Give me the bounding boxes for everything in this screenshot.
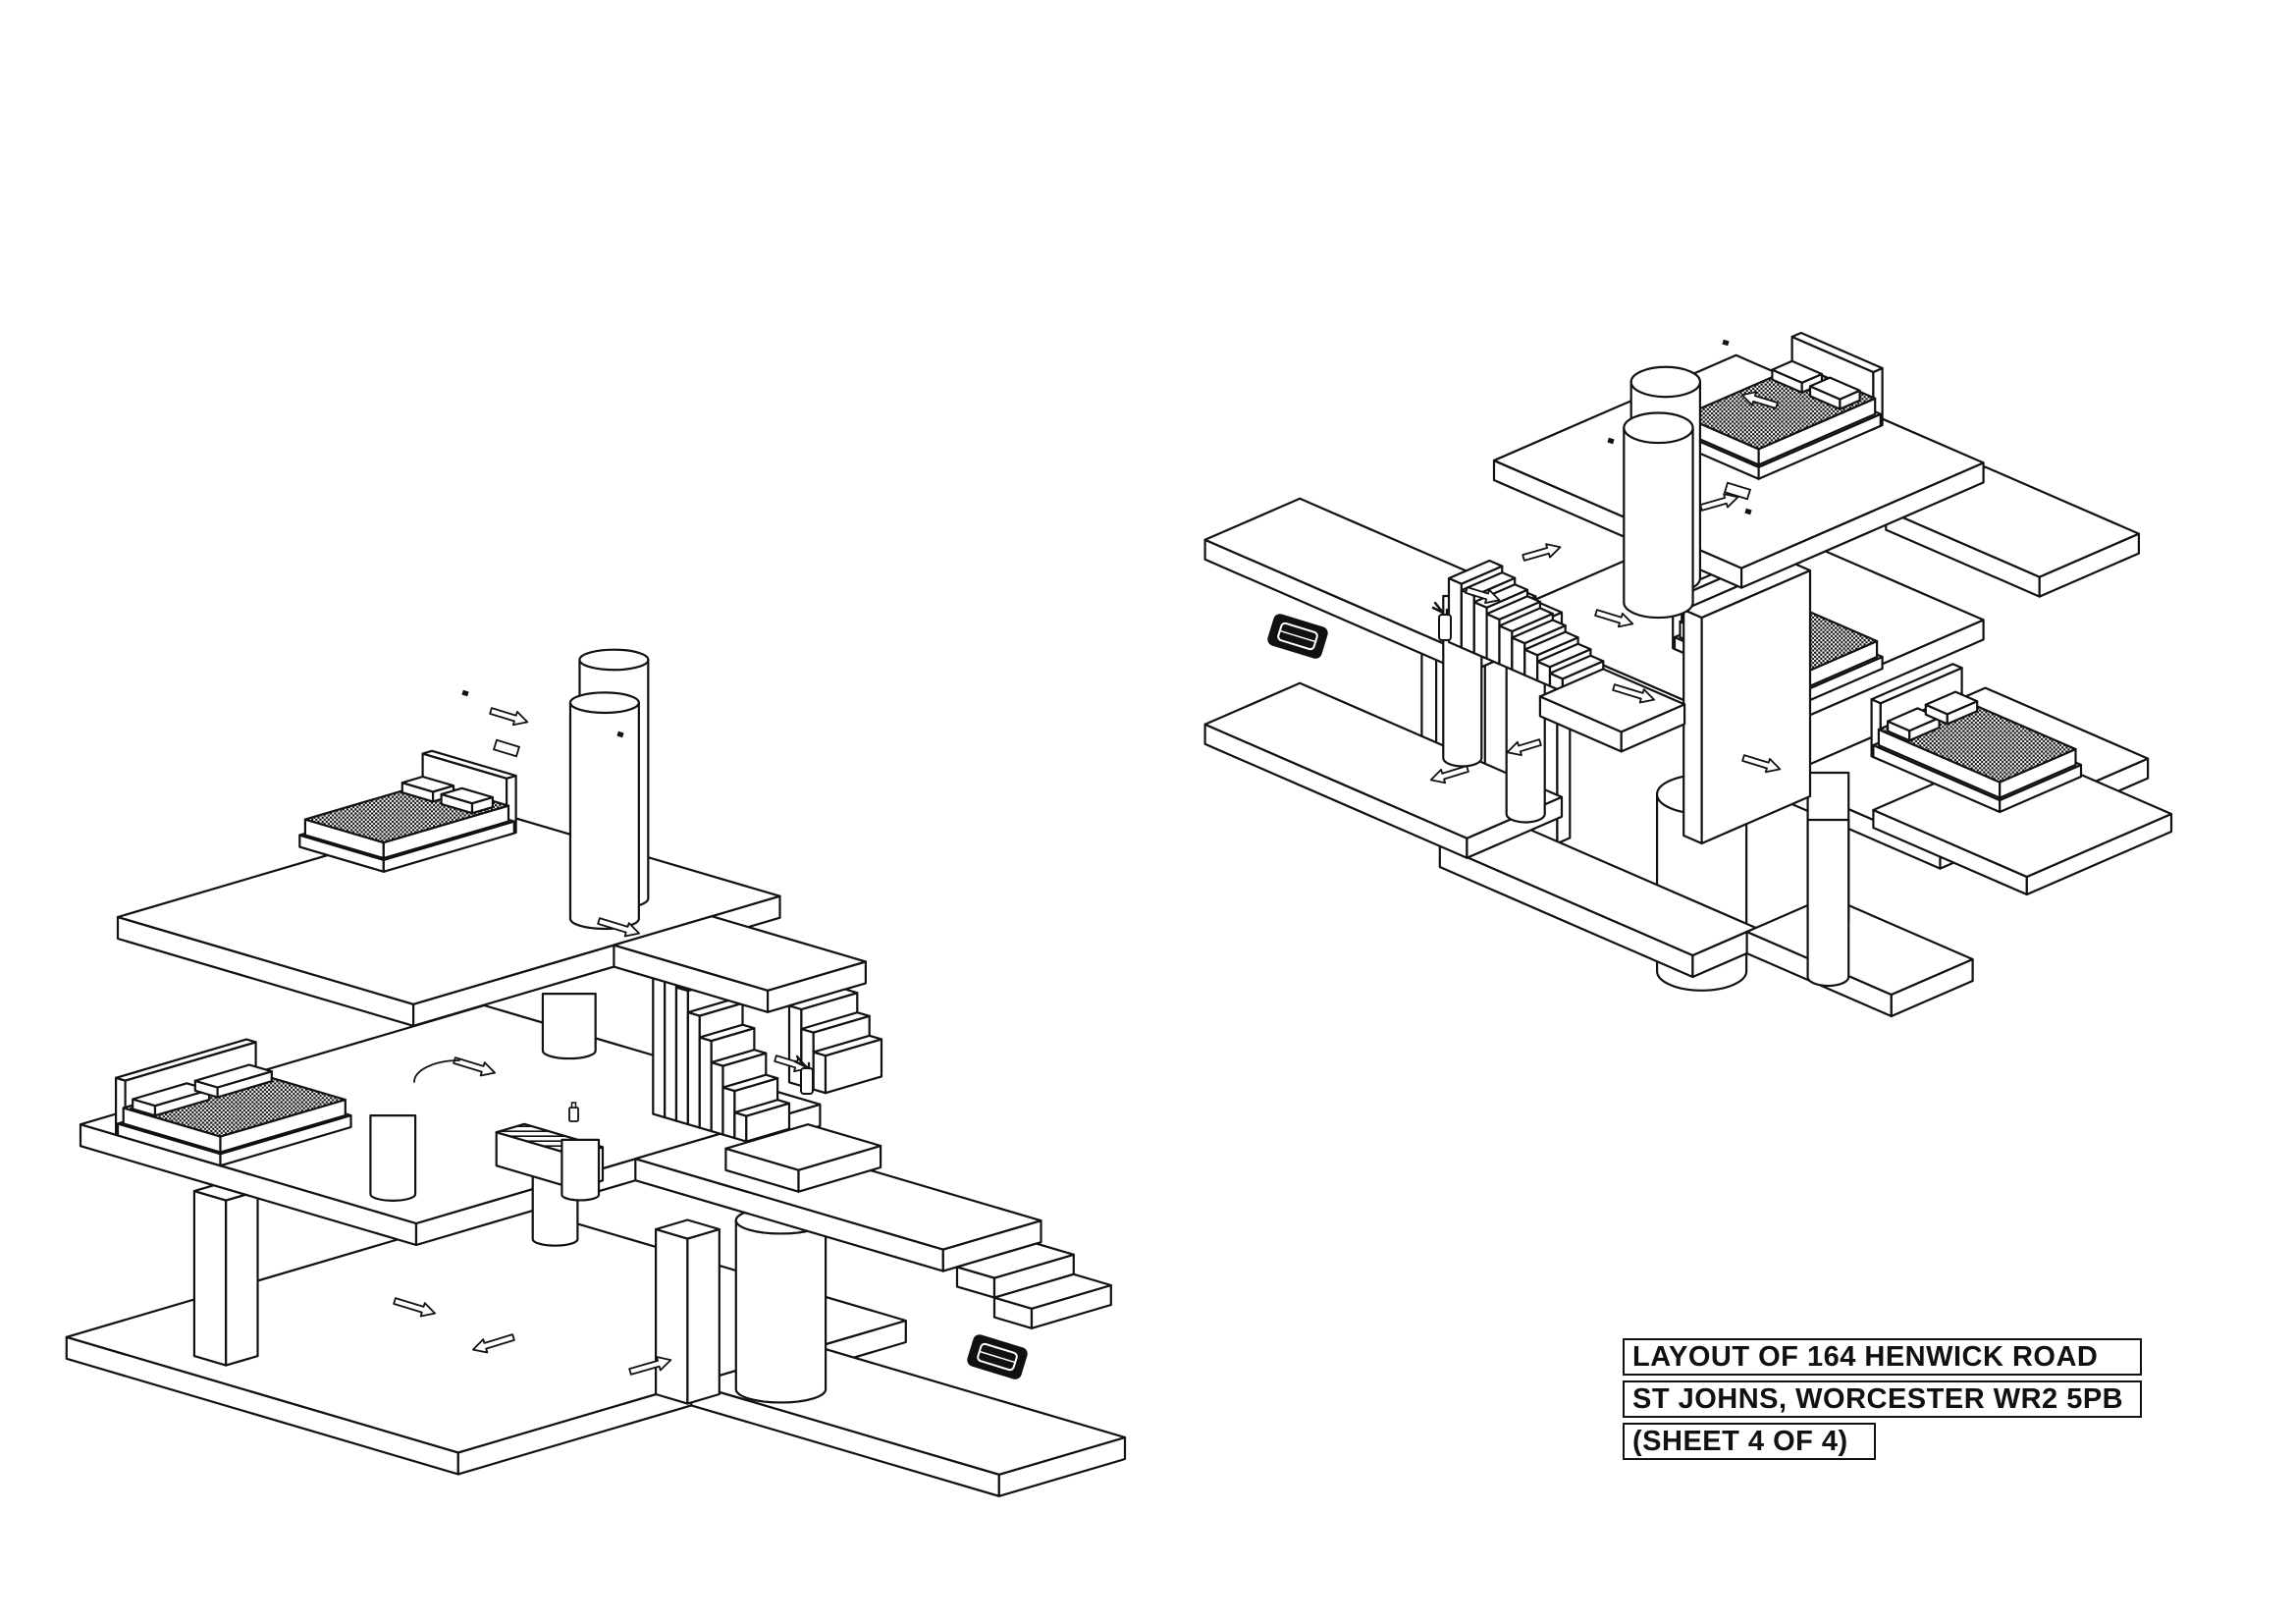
title-line-city: ST JOHNS, WORCESTER WR2 5PB	[1623, 1380, 2142, 1418]
title-line-sheet: (SHEET 4 OF 4)	[1623, 1423, 1876, 1460]
axonometric-view-left	[65, 648, 1127, 1497]
title-text: (SHEET 4 OF 4)	[1632, 1425, 1848, 1457]
title-text: ST JOHNS, WORCESTER WR2 5PB	[1632, 1382, 2124, 1415]
axonometric-view-right	[1203, 331, 2173, 1018]
title-line-address: LAYOUT OF 164 HENWICK ROAD	[1623, 1338, 2142, 1376]
title-text: LAYOUT OF 164 HENWICK ROAD	[1632, 1340, 2099, 1373]
